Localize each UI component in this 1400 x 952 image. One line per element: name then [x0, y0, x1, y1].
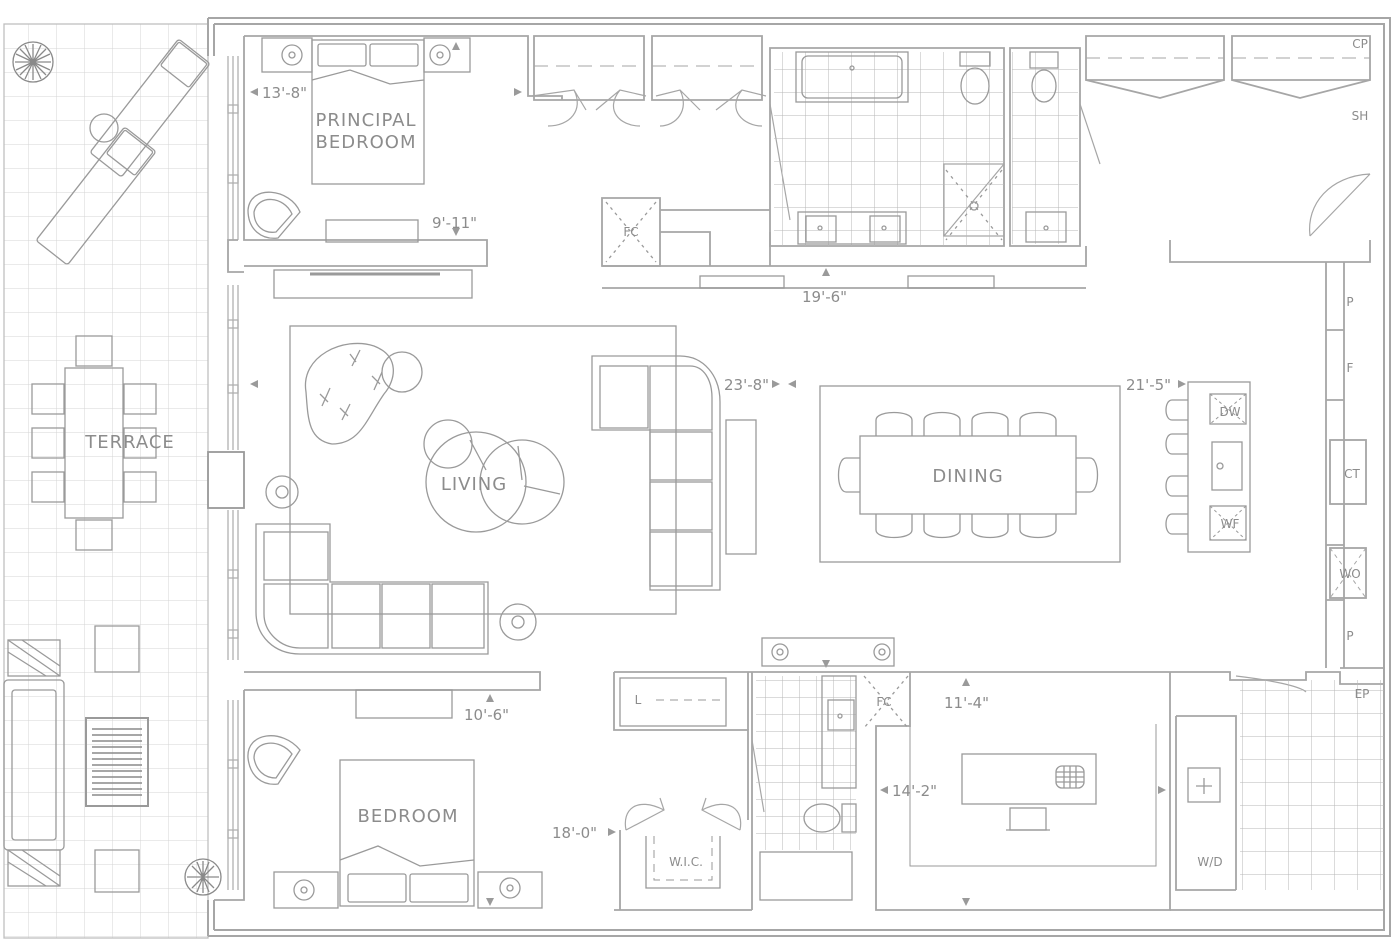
label-linen: L — [635, 693, 642, 707]
label-cooktop: CT — [1344, 467, 1360, 481]
powder-room — [1012, 51, 1078, 244]
label-wine-fridge: WF — [1221, 517, 1240, 531]
dim-bedroom-depth: 10'-6" — [464, 706, 509, 724]
side-table — [499, 603, 537, 641]
toilet-icon — [1029, 51, 1059, 103]
den-desk — [909, 724, 1157, 867]
dim-principal-depth: 9'-11" — [432, 214, 477, 232]
coffee-table-round — [423, 419, 565, 533]
bedroom-bed — [339, 759, 475, 907]
dim-principal-width: 13'-8" — [262, 84, 307, 102]
hallway-console — [907, 275, 995, 289]
dim-living-width: 23'-8" — [724, 376, 769, 394]
label-pantry-bottom: P — [1346, 629, 1353, 643]
room-label-bedroom: BEDROOM — [358, 806, 459, 827]
room-label-wic: W.I.C. — [669, 855, 703, 869]
label-wall-oven: WO — [1339, 567, 1360, 581]
media-wall — [761, 637, 895, 667]
toilet-icon — [959, 51, 991, 105]
accent-chair — [247, 735, 301, 785]
fireplace-icon — [863, 675, 909, 729]
walk-in-closet — [645, 836, 721, 889]
outdoor-dining-table — [31, 335, 157, 551]
nightstand — [273, 871, 543, 909]
media-console — [273, 269, 473, 299]
plant-icon — [184, 858, 222, 896]
outdoor-planter — [7, 639, 61, 887]
label-washer-dryer: W/D — [1197, 855, 1222, 869]
terrace-area — [3, 23, 222, 939]
labels: PRINCIPAL BEDROOM TERRACE LIVING DINING … — [84, 37, 1369, 869]
living-rug — [289, 325, 677, 615]
accent-lounge-chair — [304, 342, 423, 445]
outdoor-ottoman — [94, 849, 140, 893]
laundry — [1187, 680, 1384, 890]
fireplace-icon — [605, 201, 657, 263]
console — [355, 689, 453, 719]
dining-table — [859, 435, 1077, 515]
second-bath — [756, 675, 857, 901]
dresser — [325, 219, 419, 243]
window-wall — [207, 56, 245, 890]
linen-closet — [619, 677, 727, 727]
label-pantry-top: P — [1346, 295, 1353, 309]
dimension-arrows — [250, 42, 1186, 906]
side-table — [265, 475, 299, 509]
lounge-chair — [36, 127, 156, 265]
room-label-dining: DINING — [932, 466, 1003, 487]
room-label-principal: PRINCIPAL — [315, 110, 416, 131]
room-label-living: LIVING — [441, 474, 507, 495]
dim-den-depth: 11'-4" — [944, 694, 989, 712]
label-dishwasher: DW — [1219, 405, 1240, 419]
lounge-chair — [90, 39, 210, 177]
toilet-icon — [803, 803, 857, 833]
dining-chairs — [837, 411, 1099, 539]
outdoor-ottoman — [94, 625, 140, 673]
principal-bed — [311, 39, 425, 185]
principal-bath — [774, 51, 1004, 246]
dim-bath-run: 19'-6" — [802, 288, 847, 306]
label-cp: CP — [1352, 37, 1368, 51]
sectional-sofa-left — [255, 523, 489, 655]
exterior-walls — [207, 17, 1391, 937]
side-table — [89, 113, 119, 143]
room-label-terrace: TERRACE — [84, 432, 175, 453]
label-fc-top: FC — [623, 225, 638, 239]
kitchen-island — [1165, 381, 1251, 553]
outdoor-coffee-table — [85, 717, 149, 807]
label-sh: SH — [1352, 109, 1369, 123]
nightstand — [261, 37, 471, 73]
label-fridge: F — [1347, 361, 1354, 375]
plant-icon — [12, 41, 54, 83]
hallway-console — [699, 275, 785, 289]
sectional-sofa-right — [591, 355, 721, 591]
label-fc-bottom: FC — [876, 695, 891, 709]
console-table — [725, 419, 757, 555]
dining-rug — [819, 385, 1121, 563]
dim-dining-width: 21'-5" — [1126, 376, 1171, 394]
dim-bedroom-width: 18'-0" — [552, 824, 597, 842]
accent-chair — [247, 191, 301, 239]
label-electrical-panel: EP — [1355, 687, 1370, 701]
room-label-principal-2: BEDROOM — [316, 132, 417, 153]
dim-den-width: 14'-2" — [892, 782, 937, 800]
